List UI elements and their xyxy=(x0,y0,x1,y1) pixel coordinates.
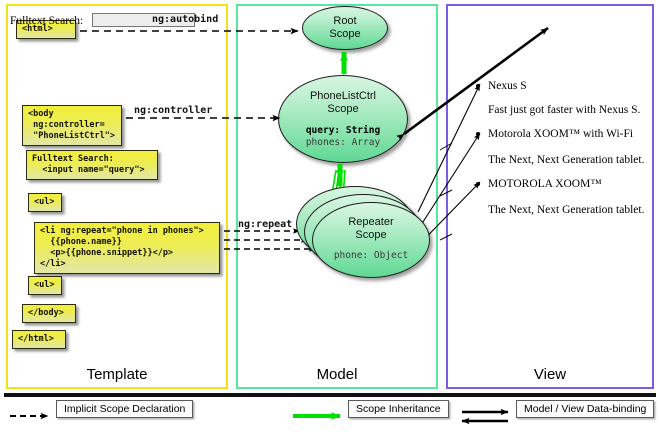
legend-arrows xyxy=(10,408,509,425)
phonelistctrl-scope-props: query: String phones: Array xyxy=(279,125,407,149)
legend-data-binding: Model / View Data-binding xyxy=(516,400,655,418)
ng-controller-label: ng:controller xyxy=(134,105,213,116)
view-item-snippet-1: The Next, Next Generation tablet. xyxy=(488,154,645,166)
view-item-name-1: Motorola XOOM™ with Wi-Fi xyxy=(476,128,633,140)
body-close-box: </body> xyxy=(22,304,76,323)
prop-phone: phone: Object xyxy=(333,250,409,261)
html-open-box: <html> xyxy=(16,20,76,39)
bullet-dot-icon xyxy=(476,182,480,186)
ul-open-box: <ul> xyxy=(28,193,62,212)
view-search-label: Fulltext Search: xyxy=(10,15,84,27)
column-label-view: View xyxy=(533,366,567,383)
html-close-box: </html> xyxy=(12,330,66,349)
repeater-scope-props: phone: Object xyxy=(313,250,429,262)
prop-query: query: String xyxy=(305,125,381,136)
view-search-input[interactable] xyxy=(92,13,195,27)
column-view: View xyxy=(446,4,654,389)
bullet-dot-icon xyxy=(476,84,480,88)
legend: Implicit Scope Declaration Scope Inherit… xyxy=(0,400,660,435)
view-item-name-2: MOTOROLA XOOM™ xyxy=(476,178,602,190)
search-box: Fulltext Search: <input name="query"> xyxy=(26,150,158,180)
legend-implicit-scope: Implicit Scope Declaration xyxy=(56,400,194,418)
view-item-snippet-2: The Next, Next Generation tablet. xyxy=(488,204,645,216)
column-label-template: Template xyxy=(86,366,148,383)
li-repeat-box: <li ng:repeat="phone in phones"> {{phone… xyxy=(34,222,220,274)
ng-autobind-label: ng:autobind xyxy=(152,14,219,25)
view-item-name-0: Nexus S xyxy=(476,80,527,92)
body-box: <body ng:controller= "PhoneListCtrl"> xyxy=(22,105,122,146)
bullet-dot-icon xyxy=(476,132,480,136)
view-item-snippet-0: Fast just got faster with Nexus S. xyxy=(488,104,641,116)
prop-phones: phones: Array xyxy=(305,137,381,148)
ng-repeat-label: ng:repeat xyxy=(238,219,293,230)
legend-divider xyxy=(4,393,656,397)
legend-scope-inherit: Scope Inheritance xyxy=(348,400,449,418)
column-label-model: Model xyxy=(316,366,358,383)
ul-close-box: <ul> xyxy=(28,276,62,295)
